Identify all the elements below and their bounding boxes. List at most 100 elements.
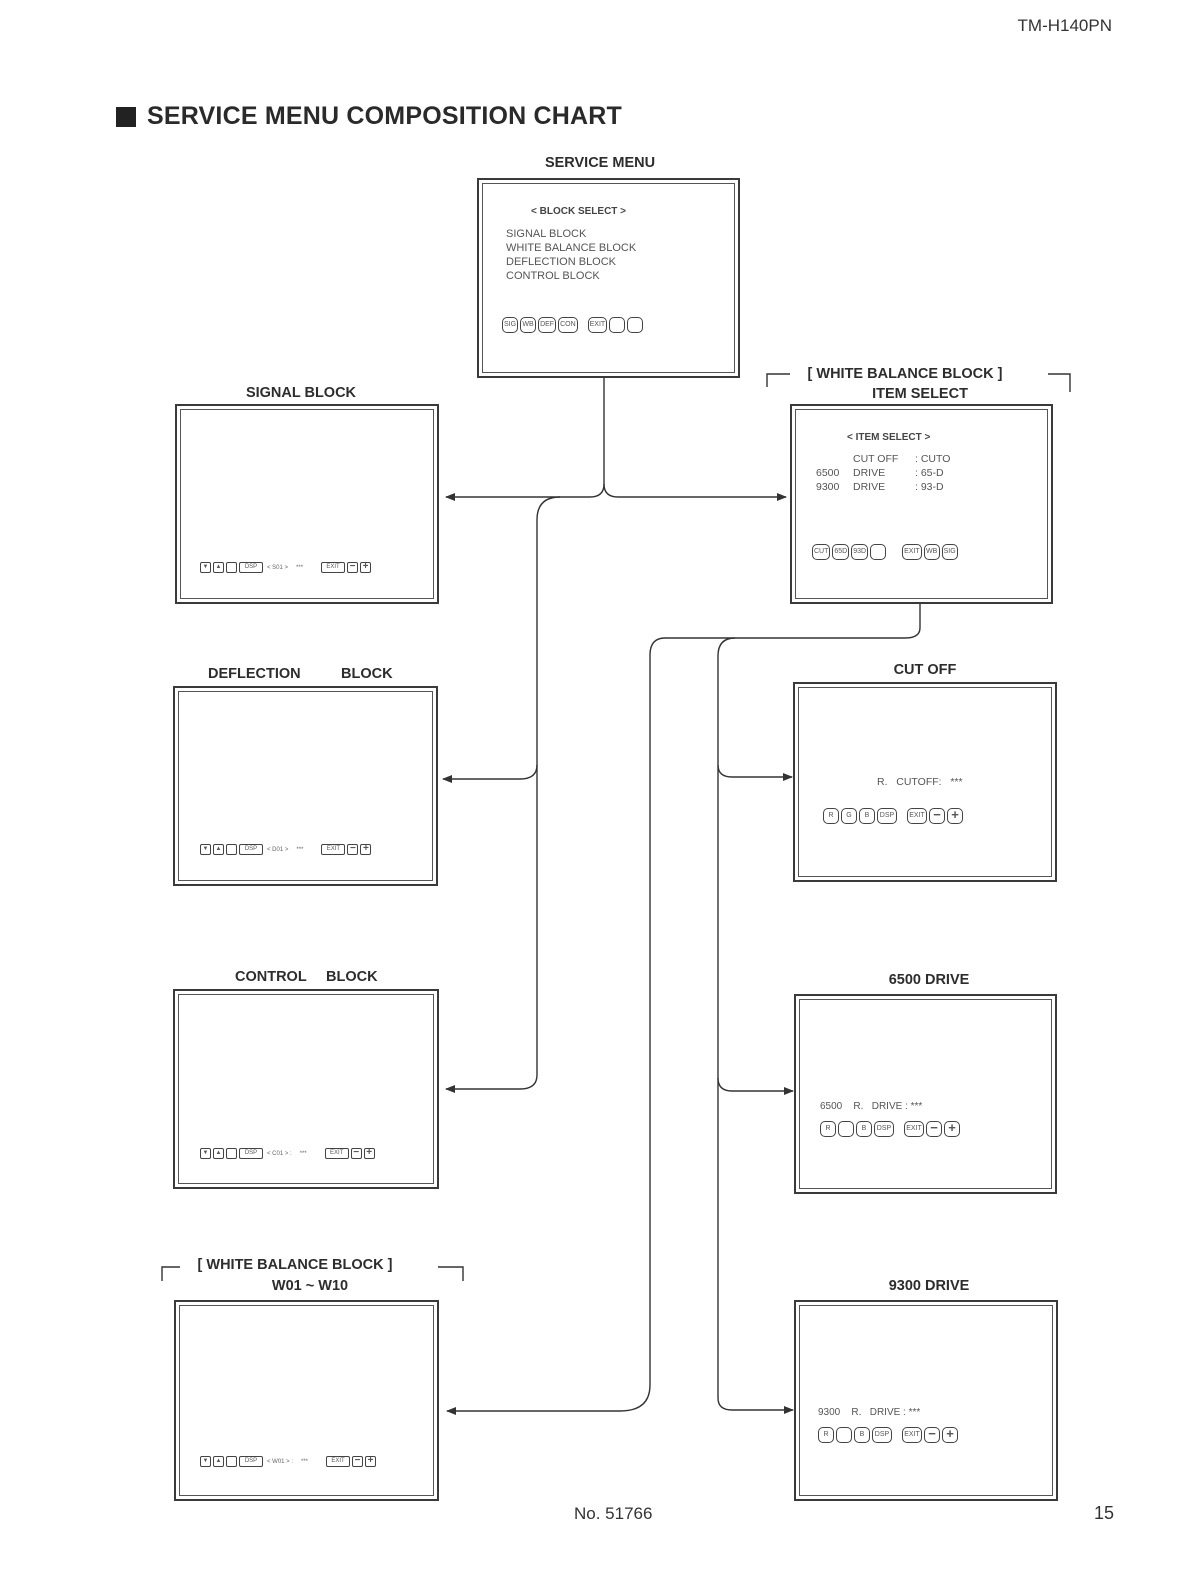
plus-key[interactable]: + [360, 844, 372, 855]
drive-6500-label: 6500 DRIVE [888, 972, 970, 988]
drive-9300-readout: 9300 R. DRIVE : *** [818, 1407, 921, 1418]
item-code: < C01 > : [267, 1150, 292, 1157]
block-item-deflection[interactable]: DEFLECTION BLOCK [506, 256, 617, 268]
exit-key[interactable]: EXIT [326, 1456, 351, 1467]
item-code: < S01 > [267, 564, 289, 571]
bracket-left-bottom [161, 1266, 180, 1281]
right-feeder-9300 [717, 1078, 794, 1414]
cutoff-key[interactable]: CUT [812, 544, 831, 560]
drive-9300-keys: R B DSP EXIT − + [818, 1427, 958, 1443]
disp-key[interactable]: DSP [874, 1121, 894, 1137]
wb-key[interactable]: WB [520, 317, 537, 333]
plus-key[interactable]: + [944, 1121, 960, 1137]
down-arrow-key[interactable]: ▼ [200, 1148, 211, 1159]
minus-key[interactable]: − [350, 1148, 362, 1159]
disp-key[interactable]: DSP [239, 844, 263, 855]
block-item-signal[interactable]: SIGNAL BLOCK [506, 228, 587, 240]
wb-key[interactable]: WB [923, 544, 940, 560]
def-key[interactable]: DEF [538, 317, 557, 333]
branch-wb-item [603, 483, 787, 501]
item-select-drop [446, 604, 921, 1415]
blank-key[interactable] [870, 544, 887, 560]
plus-key[interactable]: + [947, 808, 963, 824]
exit-key[interactable]: EXIT [321, 562, 346, 573]
block-item-white-balance[interactable]: WHITE BALANCE BLOCK [506, 242, 637, 254]
exit-key[interactable]: EXIT [587, 317, 608, 333]
right-feeder [717, 637, 793, 781]
right-feeder-6500 [717, 765, 794, 1095]
blank-key-2[interactable] [627, 317, 644, 333]
r-key[interactable]: R [823, 808, 839, 824]
blank-key[interactable] [226, 1148, 237, 1159]
wb-w-block-keys: ▼ ▲ DSP < W01 > : *** EXIT − + [200, 1456, 377, 1467]
item-value: *** [301, 1458, 309, 1465]
blank-key-1[interactable] [609, 317, 626, 333]
block-item-control[interactable]: CONTROL BLOCK [506, 270, 600, 282]
service-menu-screen: < BLOCK SELECT > SIGNAL BLOCK WHITE BALA… [477, 178, 740, 378]
item-value: *** [299, 1150, 307, 1157]
disp-key[interactable]: DSP [877, 808, 897, 824]
left-feeder [442, 496, 561, 783]
drive-6500-readout: 6500 R. DRIVE : *** [820, 1101, 923, 1112]
exit-key[interactable]: EXIT [902, 544, 922, 560]
wb-w-block-label-2: W01 ~ W10 [271, 1278, 349, 1294]
plus-key[interactable]: + [360, 562, 372, 573]
block-select-heading: < BLOCK SELECT > [531, 206, 627, 217]
down-arrow-key[interactable]: ▼ [200, 1456, 211, 1467]
r-key[interactable]: R [818, 1427, 834, 1443]
bracket-right-bottom [438, 1266, 464, 1281]
up-arrow-key[interactable]: ▲ [213, 1148, 224, 1159]
minus-key[interactable]: − [347, 562, 359, 573]
control-block-label-a: CONTROL [235, 969, 307, 985]
con-key[interactable]: CON [558, 317, 578, 333]
exit-key[interactable]: EXIT [321, 844, 346, 855]
wb-item-select-label-2: ITEM SELECT [872, 386, 968, 402]
page-title: SERVICE MENU COMPOSITION CHART [147, 102, 623, 130]
blank-key[interactable] [836, 1427, 852, 1443]
item-row-cutoff[interactable]: CUT OFF : CUTO [853, 453, 951, 465]
blank-key[interactable] [838, 1121, 854, 1137]
b-key[interactable]: B [856, 1121, 872, 1137]
down-arrow-key[interactable]: ▼ [200, 562, 211, 573]
up-arrow-key[interactable]: ▲ [213, 562, 224, 573]
down-arrow-key[interactable]: ▼ [200, 844, 211, 855]
item-value: *** [296, 564, 304, 571]
blank-key[interactable] [226, 562, 237, 573]
b-key[interactable]: B [859, 808, 875, 824]
disp-key[interactable]: DSP [239, 1148, 263, 1159]
r-key[interactable]: R [820, 1121, 836, 1137]
item-row-6500-drive[interactable]: 6500 DRIVE : 65-D [816, 467, 944, 479]
minus-key[interactable]: − [352, 1456, 364, 1467]
drive-6500-key[interactable]: 65D [832, 544, 850, 560]
minus-key[interactable]: − [347, 844, 359, 855]
disp-key[interactable]: DSP [872, 1427, 892, 1443]
exit-key[interactable]: EXIT [324, 1148, 349, 1159]
minus-key[interactable]: − [926, 1121, 942, 1137]
plus-key[interactable]: + [363, 1148, 375, 1159]
drive-9300-key[interactable]: 93D [851, 544, 869, 560]
exit-key[interactable]: EXIT [904, 1121, 924, 1137]
plus-key[interactable]: + [942, 1427, 958, 1443]
item-row-9300-drive[interactable]: 9300 DRIVE : 93-D [816, 481, 944, 493]
up-arrow-key[interactable]: ▲ [213, 844, 224, 855]
minus-key[interactable]: − [924, 1427, 940, 1443]
g-key[interactable]: G [841, 808, 857, 824]
blank-key[interactable] [226, 844, 237, 855]
blank-key[interactable] [226, 1456, 237, 1467]
disp-key[interactable]: DSP [239, 1456, 263, 1467]
plus-key[interactable]: + [365, 1456, 377, 1467]
disp-key[interactable]: DSP [239, 562, 263, 573]
b-key[interactable]: B [854, 1427, 870, 1443]
wb-w-block-label-1: [ WHITE BALANCE BLOCK ] [197, 1257, 393, 1273]
drive-9300-label: 9300 DRIVE [888, 1278, 970, 1294]
up-arrow-key[interactable]: ▲ [213, 1456, 224, 1467]
exit-key[interactable]: EXIT [907, 808, 927, 824]
block-list: SIGNAL BLOCK WHITE BALANCE BLOCK DEFLECT… [506, 227, 636, 283]
sig-key[interactable]: SIG [502, 317, 519, 333]
minus-key[interactable]: − [929, 808, 945, 824]
service-menu-label: SERVICE MENU [544, 155, 656, 171]
sig-key[interactable]: SIG [941, 544, 958, 560]
trunk-line [445, 378, 605, 501]
exit-key[interactable]: EXIT [902, 1427, 922, 1443]
